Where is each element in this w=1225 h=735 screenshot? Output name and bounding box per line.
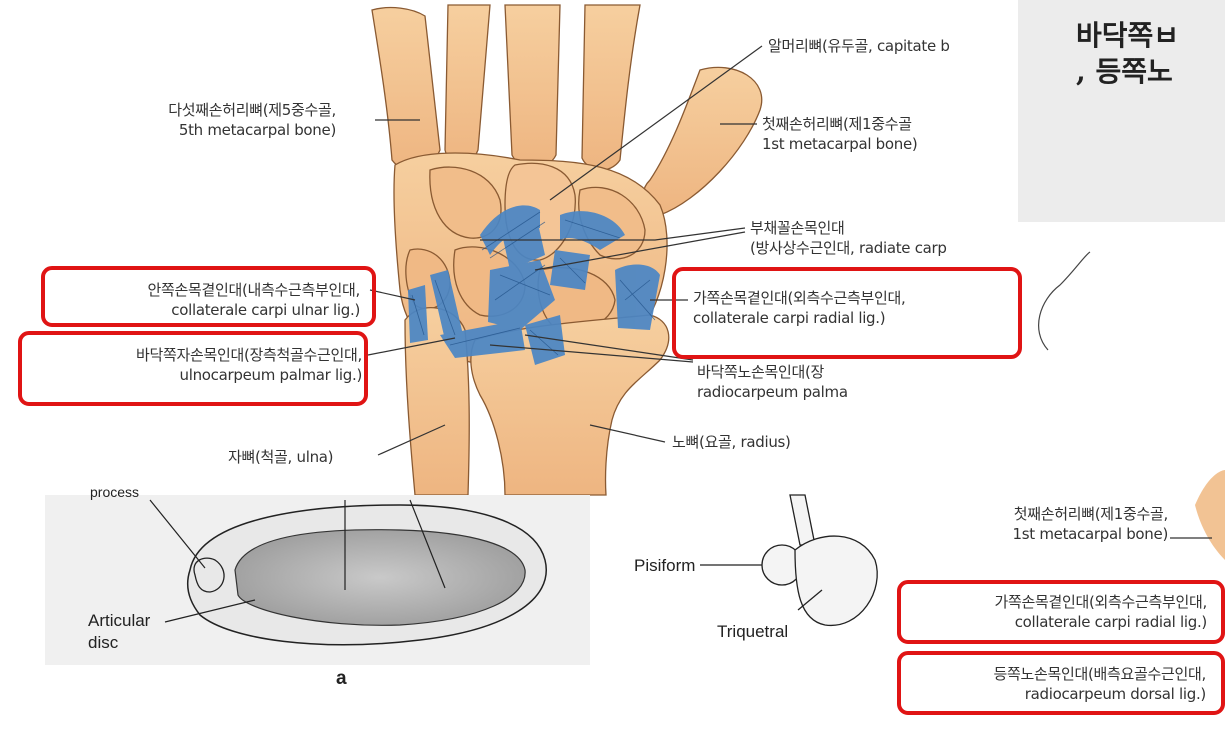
capitate-label: 알머리뼈(유두골, capitate b	[768, 36, 950, 56]
fifth-metacarpal-label-line1: 다섯째손허리뼈(제5중수골,	[40, 100, 336, 120]
articular-disc-label-line2: disc	[88, 632, 150, 654]
radiate-ligament-label: 부채꼴손목인대 (방사상수근인대, radiate carp	[750, 218, 947, 258]
radius-label: 노뼈(요골, radius)	[672, 432, 791, 452]
fifth-metacarpal	[372, 8, 440, 170]
panel-letter-a: a	[336, 668, 347, 690]
overlay-title-panel: 바닥쪽ㅂ , 등쪽노	[1018, 0, 1225, 222]
radial-collateral-highlight	[672, 267, 1022, 359]
ulnocarpeum-highlight	[18, 331, 368, 406]
ulna-label: 자뼈(척골, ulna)	[228, 447, 333, 467]
right-bone-fragment	[1195, 470, 1225, 560]
first-metacarpal-label: 첫째손허리뼈(제1중수골 1st metacarpal bone)	[762, 114, 917, 154]
overlay-title-line2: , 등쪽노	[1076, 50, 1173, 90]
overlay-title-line1: 바닥쪽ㅂ	[1076, 14, 1179, 54]
radiate-ligament-label-line2: (방사상수근인대, radiate carp	[750, 238, 947, 258]
first-metacarpal-label-line2: 1st metacarpal bone)	[762, 134, 917, 154]
fourth-metacarpal	[445, 5, 490, 165]
right-first-metacarpal-label: 첫째손허리뼈(제1중수골, 1st metacarpal bone)	[900, 504, 1168, 544]
articular-disc-label-line1: Articular	[88, 610, 150, 632]
dorsal-radiocarpal-highlight	[897, 651, 1225, 715]
triquetral-label: Triquetral	[717, 622, 788, 642]
second-metacarpal	[582, 5, 640, 170]
right-radial-collateral-highlight	[897, 580, 1225, 644]
pisiform-triquetral-figure	[700, 495, 877, 625]
ulnar-collateral-highlight	[41, 266, 376, 327]
pisiform-label: Pisiform	[634, 556, 695, 576]
radiate-ligament-label-line1: 부채꼴손목인대	[750, 218, 947, 238]
radiocarpeum-palmar-label-line2: radiocarpeum palma	[697, 382, 848, 402]
process-label: process	[90, 484, 139, 500]
radiocarpeum-palmar-label-line1: 바닥쪽노손목인대(장	[697, 362, 848, 382]
right-first-metacarpal-label-line2: 1st metacarpal bone)	[900, 524, 1168, 544]
right-outline-curve	[1039, 252, 1090, 350]
right-first-metacarpal-label-line1: 첫째손허리뼈(제1중수골,	[900, 504, 1168, 524]
articular-disc-label: Articular disc	[88, 610, 150, 654]
first-metacarpal-label-line1: 첫째손허리뼈(제1중수골	[762, 114, 917, 134]
third-metacarpal	[505, 5, 560, 168]
fifth-metacarpal-label-line2: 5th metacarpal bone)	[40, 120, 336, 140]
fifth-metacarpal-label: 다섯째손허리뼈(제5중수골, 5th metacarpal bone)	[40, 100, 336, 140]
radiocarpeum-palmar-label: 바닥쪽노손목인대(장 radiocarpeum palma	[697, 362, 848, 402]
